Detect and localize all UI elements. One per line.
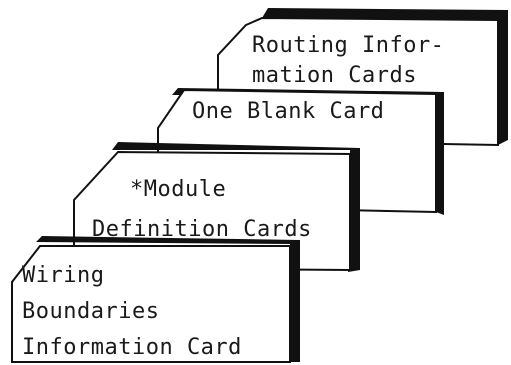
card-wiring-boundaries: Wiring Boundaries Information Card [11,236,300,363]
card-wiring-label-line-1: Wiring [22,263,104,288]
card-wiring-label-line-3: Information Card [22,335,242,360]
card-routing-label-line-2: mation Cards [252,63,417,88]
card-wiring-outline [11,245,291,363]
card-routing-label-line-1: Routing Infor- [252,33,444,58]
card-blank-label: One Blank Card [192,99,384,124]
card-module-label-line-1: *Module [130,177,226,202]
card-wiring-label-line-2: Boundaries [22,299,159,324]
